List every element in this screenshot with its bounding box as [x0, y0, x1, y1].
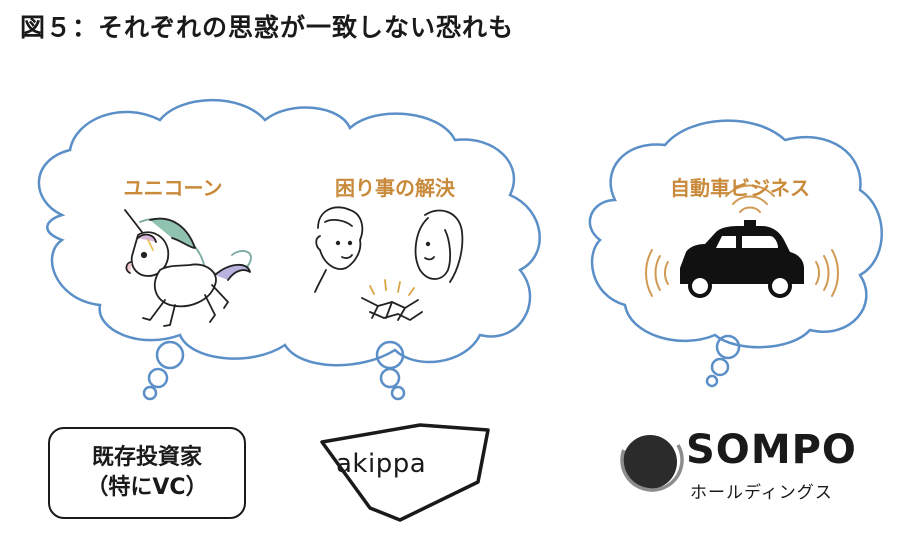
unicorn-label: ユニコーン — [123, 176, 223, 200]
sompo-name: SOMPO — [686, 427, 857, 473]
man-icon — [314, 206, 364, 293]
handshake-icon — [361, 279, 423, 322]
existing-investors-box: 既存投資家 （特にVC） — [48, 427, 246, 519]
akippa-logo-frame — [320, 423, 490, 522]
signal-waves-icon — [645, 184, 839, 297]
unicorn-icon — [124, 209, 252, 327]
sompo-subtitle: ホールディングス — [690, 483, 833, 503]
existing-investors-line2: （特にVC） — [86, 475, 208, 500]
car-icon — [680, 220, 804, 298]
sompo-logo-mark — [620, 428, 684, 492]
right-thought-cloud — [588, 119, 883, 388]
left-thought-cloud — [37, 98, 541, 401]
auto-business-label: 自動車ビジネス — [670, 176, 810, 200]
figure-title: 図５：それぞれの思惑が一致しない恐れも — [20, 13, 515, 42]
woman-icon — [414, 209, 464, 283]
existing-investors-line1: 既存投資家 — [91, 445, 202, 470]
akippa-logo-text: akippa — [336, 449, 427, 479]
problem-solving-label: 困り事の解決 — [335, 176, 455, 200]
